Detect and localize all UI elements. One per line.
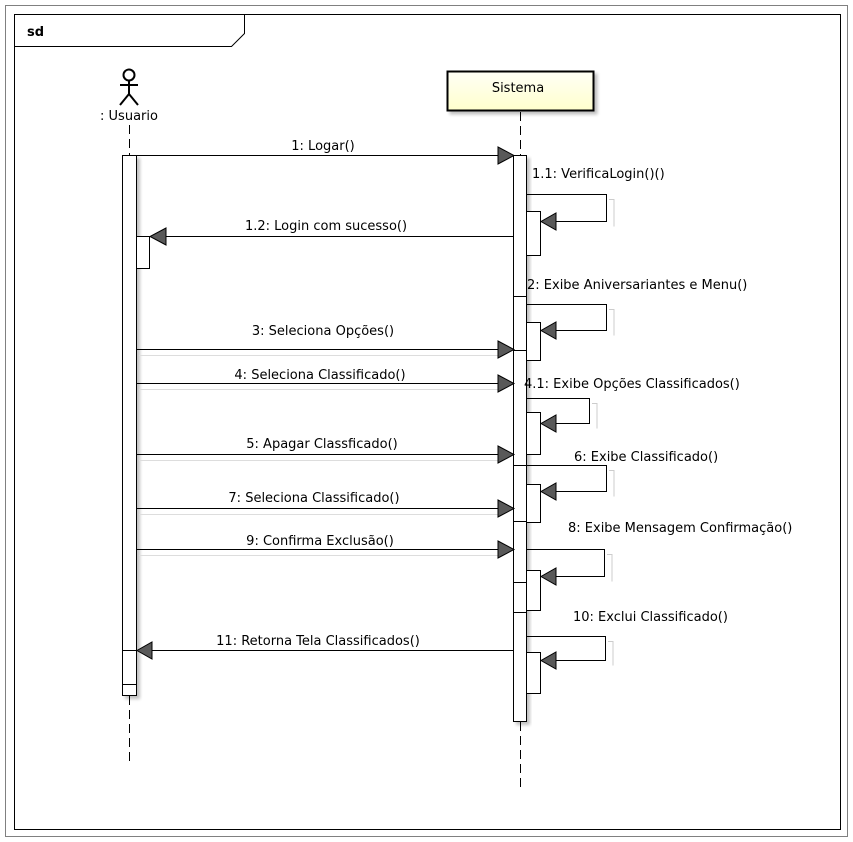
sd-frame-label: sd <box>27 25 44 40</box>
actor-activation-nested <box>136 236 150 269</box>
activation-4-1 <box>526 412 541 455</box>
system-box: Sistema <box>446 70 595 112</box>
activation-8-outer <box>513 582 527 613</box>
message-1: 1: Logar() <box>137 139 516 165</box>
activation-2 <box>526 322 541 361</box>
message-label: 3: Seleciona Opções() <box>252 324 394 339</box>
message-label: 2: Exibe Aniversariantes e Menu() <box>527 278 747 293</box>
message-6: 6: Exibe Classificado() <box>527 450 718 501</box>
activation-1-1 <box>526 211 541 256</box>
message-label: 11: Retorna Tela Classificados() <box>216 634 420 649</box>
outer-border <box>5 5 848 837</box>
message-label: 8: Exibe Mensagem Confirmação() <box>568 521 792 536</box>
message-9: 9: Confirma Exclusão() <box>137 534 516 559</box>
activation-2-outer <box>513 296 527 351</box>
message-7: 7: Seleciona Classificado() <box>137 491 516 518</box>
message-11: 11: Retorna Tela Classificados() <box>135 634 513 660</box>
stick-figure-icon <box>119 68 139 106</box>
system-activation <box>513 155 527 722</box>
message-label: 4.1: Exibe Opções Classificados() <box>524 377 740 392</box>
message-4-1: 4.1: Exibe Opções Classificados() <box>524 377 740 433</box>
message-label: 5: Apagar Classficado() <box>246 437 397 452</box>
activation-10 <box>526 652 541 694</box>
message-4: 4: Seleciona Classificado() <box>137 368 516 393</box>
actor-usuario: : Usuario <box>100 68 158 124</box>
message-label: 1.1: VerificaLogin()() <box>532 167 665 182</box>
activation-6-outer <box>513 465 527 522</box>
message-label: 1.2: Login com sucesso() <box>245 219 407 234</box>
message-2: 2: Exibe Aniversariantes e Menu() <box>527 278 747 340</box>
sd-frame-tab <box>14 14 245 47</box>
message-1-1: 1.1: VerificaLogin()() <box>527 167 665 231</box>
actor-activation <box>122 155 137 696</box>
activation-6 <box>526 484 541 523</box>
message-label: 4: Seleciona Classificado() <box>234 368 405 383</box>
message-10: 10: Exclui Classificado() <box>527 610 728 670</box>
message-3: 3: Seleciona Opções() <box>137 324 516 359</box>
sd-frame <box>14 14 841 830</box>
system-label: Sistema <box>492 81 544 96</box>
message-5: 5: Apagar Classficado() <box>137 437 516 464</box>
message-label: 1: Logar() <box>291 139 354 154</box>
message-label: 7: Seleciona Classificado() <box>228 491 399 506</box>
activation-8 <box>526 570 541 611</box>
message-label: 6: Exibe Classificado() <box>574 450 718 465</box>
message-label: 10: Exclui Classificado() <box>573 610 728 625</box>
actor-label: : Usuario <box>100 109 158 124</box>
message-1-2: 1.2: Login com sucesso() <box>148 219 513 246</box>
message-8: 8: Exibe Mensagem Confirmação() <box>527 521 792 586</box>
message-label: 9: Confirma Exclusão() <box>246 534 394 549</box>
